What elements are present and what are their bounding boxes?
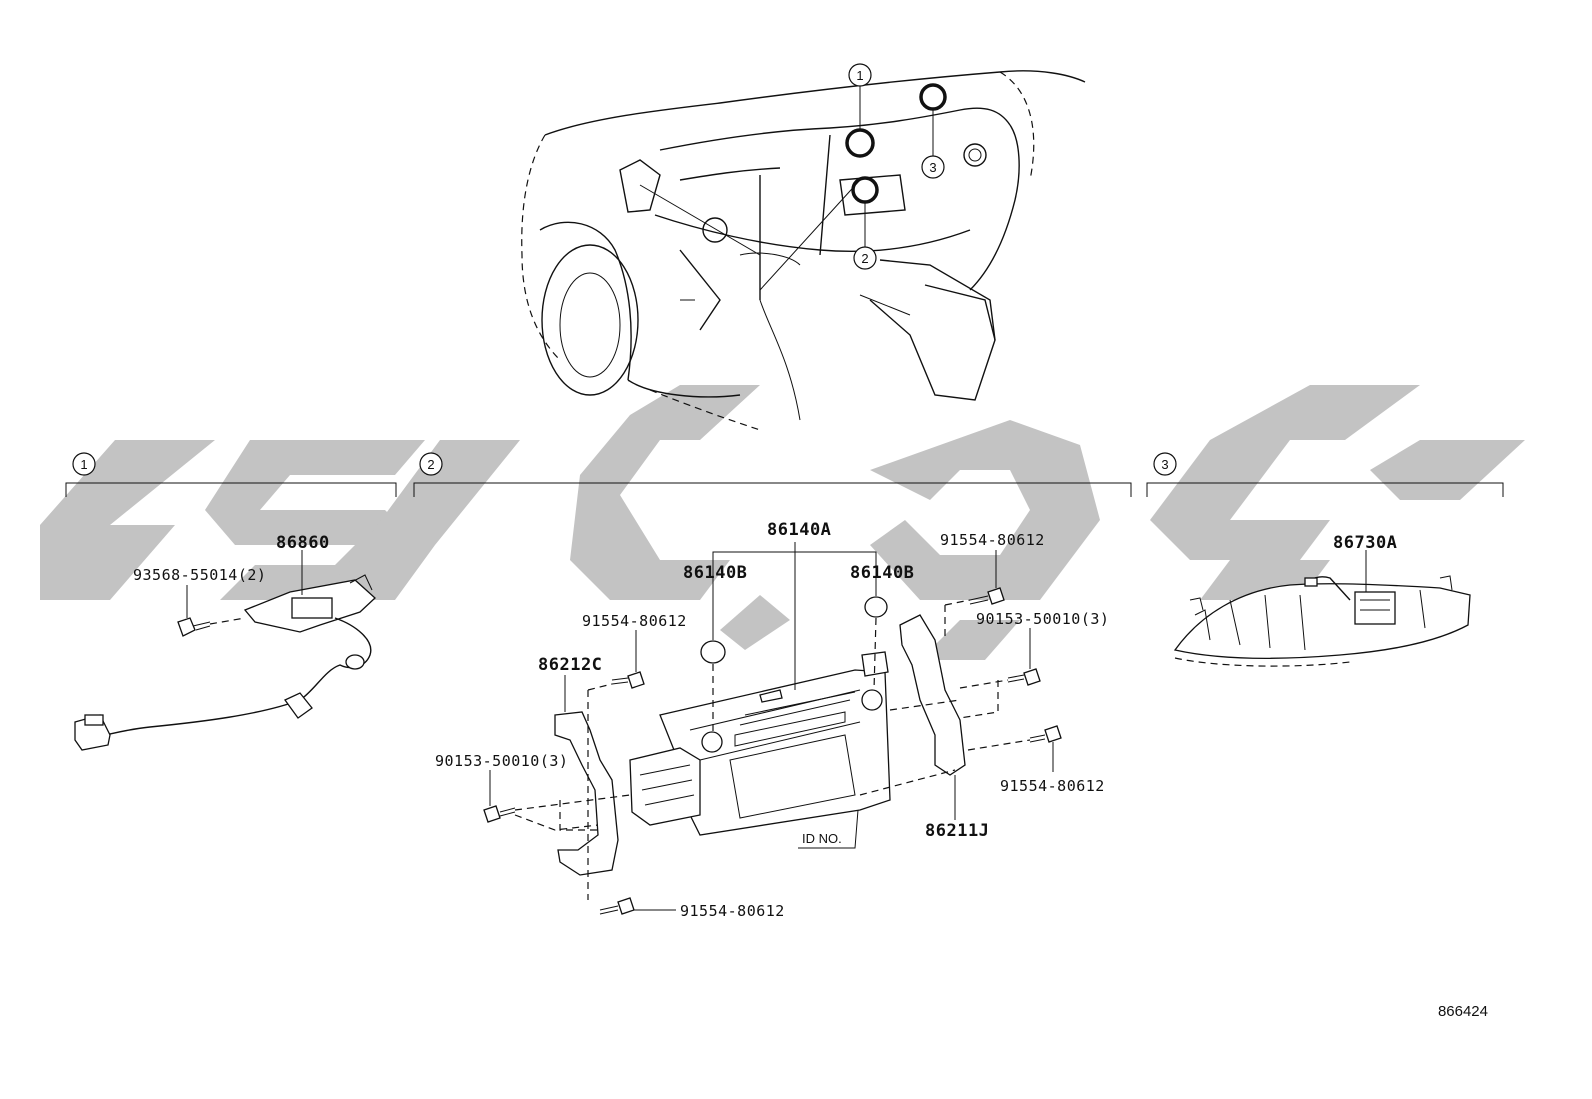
- group-3-header: 3: [1146, 452, 1504, 497]
- location-marker-3: [919, 83, 947, 111]
- label-86140B-right: 86140B: [850, 563, 914, 583]
- label-91554-80612-left: 91554-80612: [582, 612, 687, 630]
- vehicle-dashboard-illustration: [521, 70, 1086, 431]
- svg-text:1: 1: [80, 457, 87, 472]
- group-2-header: 2: [413, 452, 1132, 497]
- callout-2: 2: [853, 246, 877, 270]
- callout-1: 1: [848, 63, 872, 87]
- location-marker-2: [851, 176, 879, 204]
- label-93568-55014: 93568-55014(2): [133, 566, 266, 584]
- svg-text:3: 3: [1161, 457, 1168, 472]
- bracket-86212C: [554, 711, 619, 876]
- svg-text:1: 1: [856, 68, 863, 83]
- label-90153-50010-left: 90153-50010(3): [435, 752, 568, 770]
- group-1-header: 1: [65, 452, 397, 497]
- label-86140B-left: 86140B: [683, 563, 747, 583]
- label-90153-50010-right: 90153-50010(3): [976, 610, 1109, 628]
- group-1-parts: [74, 550, 376, 751]
- label-86211J: 86211J: [925, 821, 989, 841]
- callout-3: 3: [921, 155, 945, 179]
- bracket-86211J: [899, 614, 966, 776]
- label-86730A: 86730A: [1333, 533, 1397, 553]
- label-91554-80612-top: 91554-80612: [940, 531, 1045, 549]
- label-86212C: 86212C: [538, 655, 602, 675]
- label-86140A: 86140A: [767, 520, 831, 540]
- label-91554-80612-right: 91554-80612: [1000, 777, 1105, 795]
- overhead-console-86730A: [1173, 583, 1471, 659]
- label-id-no: ID NO.: [802, 831, 842, 846]
- svg-text:2: 2: [861, 251, 868, 266]
- svg-text:2: 2: [427, 457, 434, 472]
- label-91554-80612-bottom: 91554-80612: [680, 902, 785, 920]
- svg-text:3: 3: [929, 160, 936, 175]
- location-marker-1: [845, 128, 875, 158]
- group-3-parts: [1173, 550, 1471, 667]
- drawing-number: 866424: [1438, 1003, 1488, 1020]
- label-86860: 86860: [276, 533, 330, 553]
- knob-86140B-left: [700, 640, 726, 664]
- knob-86140B-right: [864, 596, 888, 618]
- group-2-parts: [483, 542, 1062, 915]
